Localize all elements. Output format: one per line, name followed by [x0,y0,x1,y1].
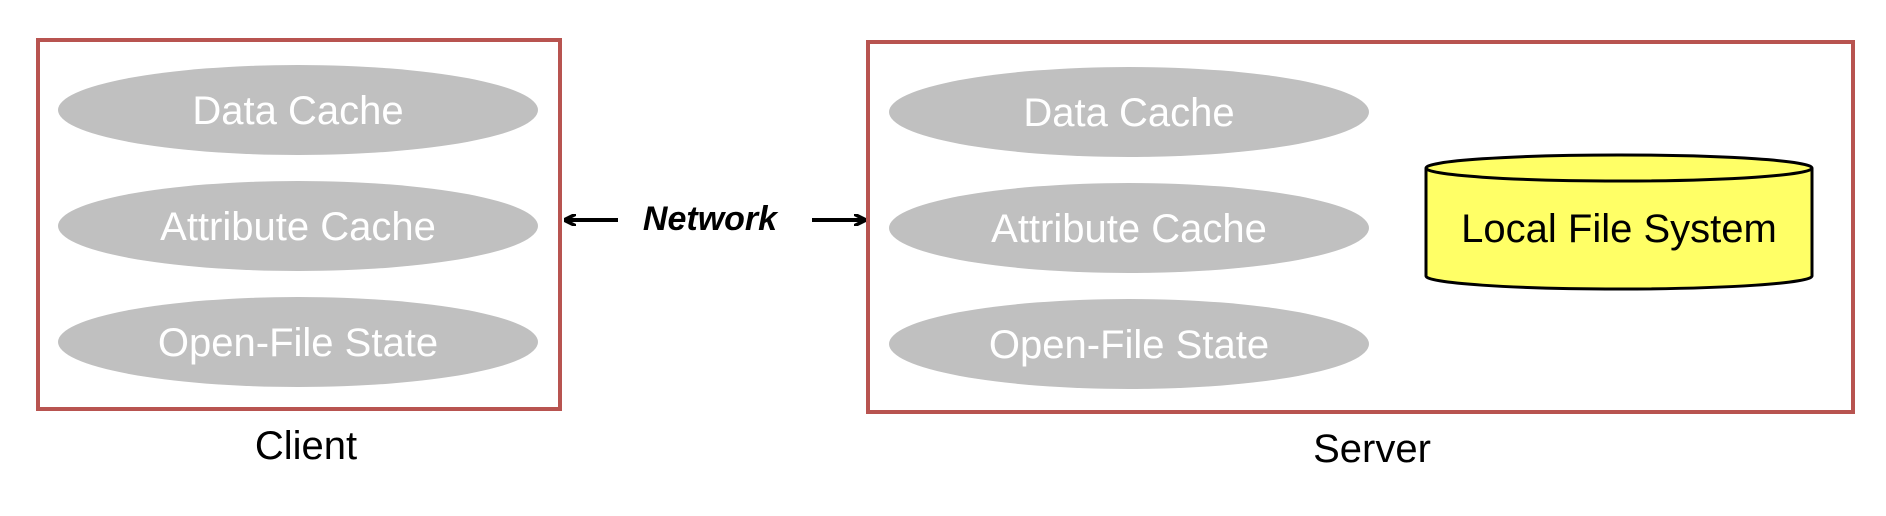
client-item-label: Attribute Cache [160,205,436,249]
local-file-system-cylinder: Local File System [1424,153,1814,291]
cylinder-top [1424,153,1814,183]
cylinder-body [1424,168,1814,291]
client-ellipse [58,65,538,155]
server-ellipse [889,67,1369,157]
client-ellipse [58,181,538,271]
server-item-data-cache: Data Cache [889,67,1369,157]
server-ellipse [889,183,1369,273]
client-item-label: Data Cache [192,89,403,133]
server-ellipse [889,299,1369,389]
client-item-attribute-cache: Attribute Cache [58,181,538,271]
server-box: Data Cache Attribute Cache Open-File Sta… [866,40,1855,414]
server-item-open-file-state: Open-File State [889,299,1369,389]
network-connector: Network [566,200,864,238]
server-item-label: Data Cache [1023,91,1234,135]
client-item-open-file-state: Open-File State [58,297,538,387]
client-item-label: Open-File State [158,321,438,365]
client-label: Client [255,424,357,468]
client-box-border [36,38,562,411]
server-item-label: Open-File State [989,323,1269,367]
client-box: Data Cache Attribute Cache Open-File Sta… [36,38,562,411]
server-box-border [866,40,1855,414]
server-item-attribute-cache: Attribute Cache [889,183,1369,273]
server-label: Server [1313,427,1431,471]
client-item-data-cache: Data Cache [58,65,538,155]
client-ellipse [58,297,538,387]
server-item-label: Attribute Cache [991,207,1267,251]
local-file-system-label: Local File System [1461,207,1777,251]
network-label: Network [643,200,779,238]
